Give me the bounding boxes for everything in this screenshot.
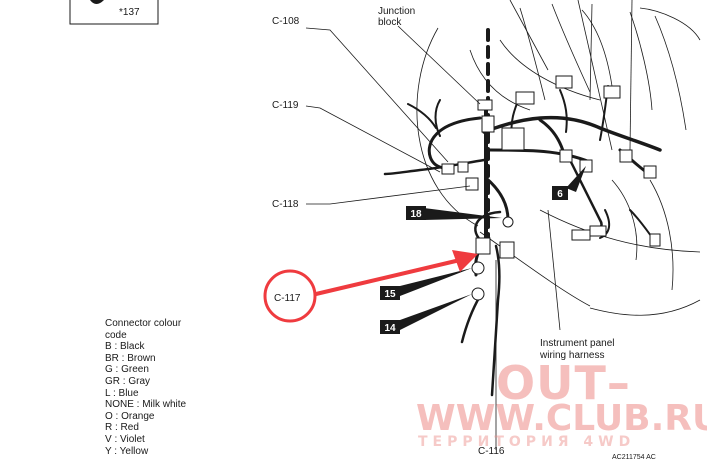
legend-item: R : Red bbox=[105, 422, 139, 434]
svg-text:15: 15 bbox=[384, 289, 396, 300]
label-c117: C-117 bbox=[274, 293, 301, 304]
connector bbox=[481, 115, 495, 133]
legend-item: BR : Brown bbox=[105, 352, 156, 364]
legend-title: code bbox=[105, 329, 127, 341]
badge-15: 15 bbox=[380, 286, 400, 300]
connector bbox=[515, 91, 535, 105]
connector bbox=[441, 163, 455, 175]
highlight-arrow bbox=[314, 258, 462, 296]
arrow-head-icon bbox=[452, 250, 478, 272]
watermark-line: ТЕРРИТОРИЯ 4WD bbox=[418, 434, 636, 450]
svg-text:14: 14 bbox=[384, 323, 396, 334]
svg-text:18: 18 bbox=[410, 209, 422, 220]
connector bbox=[559, 149, 573, 163]
connector bbox=[465, 177, 479, 191]
legend-item: G : Green bbox=[105, 364, 149, 376]
label-c116: C-116 bbox=[478, 446, 505, 457]
badge-6: 6 bbox=[552, 186, 568, 200]
label-junction-block: Junction bbox=[378, 6, 415, 17]
connector bbox=[501, 127, 525, 151]
legend-item: O : Orange bbox=[105, 410, 155, 422]
connector bbox=[499, 241, 515, 259]
badge-pointers bbox=[400, 166, 586, 330]
inset-box: *137 bbox=[69, 0, 159, 25]
highlight-annotation bbox=[263, 250, 478, 323]
connector bbox=[502, 216, 514, 228]
inset-ref: *137 bbox=[119, 7, 140, 18]
svg-text:6: 6 bbox=[557, 189, 563, 200]
ground-terminal bbox=[471, 261, 485, 275]
legend-item: GR : Gray bbox=[105, 375, 151, 387]
leader-lines bbox=[305, 0, 633, 450]
connector-colour-legend: Connector colour code B : Black BR : Bro… bbox=[105, 318, 186, 457]
legend-item: NONE : Milk white bbox=[105, 399, 187, 411]
dashboard-outline bbox=[416, 3, 701, 316]
legend-item: Y : Yellow bbox=[105, 445, 149, 457]
connector bbox=[589, 225, 607, 237]
connectors bbox=[441, 75, 661, 301]
connector bbox=[457, 161, 469, 173]
connector bbox=[475, 237, 491, 255]
connector bbox=[477, 99, 493, 111]
watermark-line: WWW.CLUB.RU bbox=[416, 398, 707, 439]
legend-title: Connector colour bbox=[105, 318, 182, 329]
legend-item: B : Black bbox=[105, 341, 145, 353]
legend-item: L : Blue bbox=[105, 387, 139, 399]
connector bbox=[603, 85, 621, 99]
label-junction-block: block bbox=[378, 17, 402, 28]
label-c108: C-108 bbox=[272, 16, 300, 27]
legend-item: V : Violet bbox=[105, 433, 145, 445]
ground-terminal bbox=[471, 287, 485, 301]
label-instrument-panel: Instrument panel bbox=[540, 338, 615, 349]
connector bbox=[643, 165, 657, 179]
connector bbox=[555, 75, 573, 89]
connector bbox=[649, 233, 661, 247]
highlight-circle bbox=[263, 269, 317, 323]
label-c119: C-119 bbox=[272, 100, 299, 111]
label-c118: C-118 bbox=[272, 199, 299, 210]
connector bbox=[571, 229, 591, 241]
label-instrument-panel: wiring harness bbox=[539, 350, 604, 361]
figure-code: AC211754 AC bbox=[612, 454, 656, 461]
connector bbox=[619, 149, 633, 163]
watermark-line: OUT– bbox=[496, 356, 631, 410]
badge-18: 18 bbox=[406, 206, 426, 220]
badge-14: 14 bbox=[380, 320, 400, 334]
